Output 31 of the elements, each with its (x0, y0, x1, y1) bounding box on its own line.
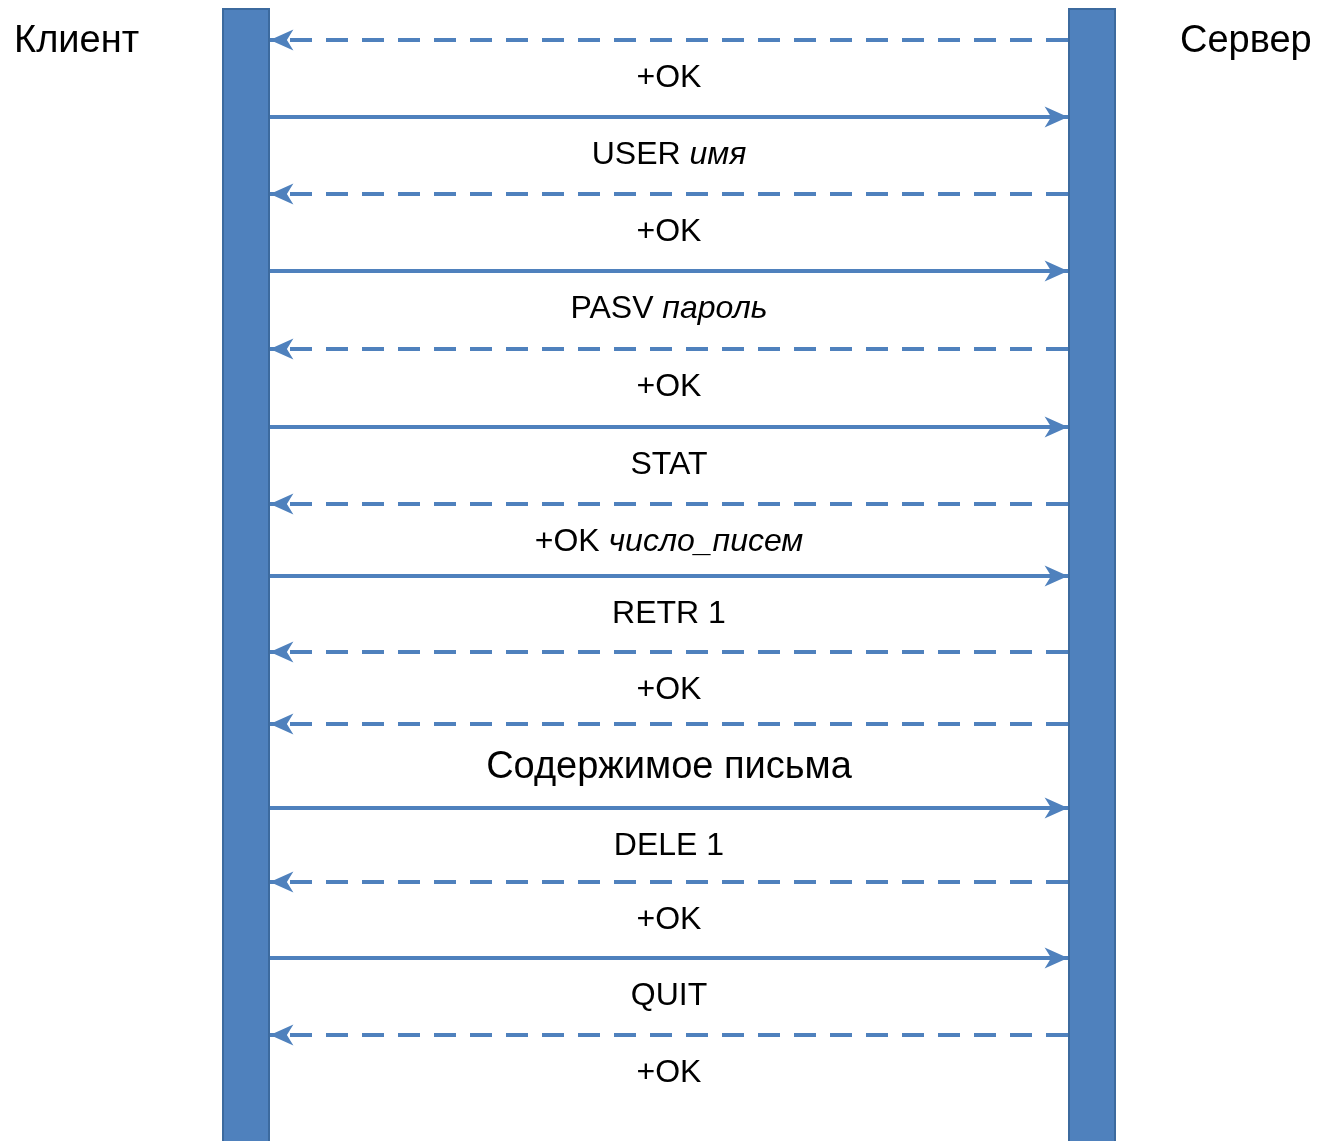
message-arrow (270, 338, 1068, 360)
edge-label: +OK (270, 1055, 1068, 1087)
edge-label: +OK число_писем (270, 524, 1068, 556)
edge-label: +OK (270, 672, 1068, 704)
message-arrow (270, 797, 1068, 819)
edge-label: +OK (270, 369, 1068, 401)
lifeline-bar (1068, 8, 1116, 1141)
message-arrow (270, 641, 1068, 663)
message-arrow (270, 1024, 1068, 1046)
edge-label: +OK (270, 60, 1068, 92)
message-arrow (270, 106, 1068, 128)
edge-label: RETR 1 (270, 596, 1068, 628)
edge-label: +OK (270, 902, 1068, 934)
message-arrow (270, 29, 1068, 51)
message-arrow (270, 871, 1068, 893)
lifeline-bar (222, 8, 270, 1141)
message-arrow (270, 947, 1068, 969)
edge-label: +OK (270, 214, 1068, 246)
lifeline-label: Клиент (14, 20, 140, 58)
lifeline-label: Сервер (1180, 20, 1312, 58)
message-arrow (270, 183, 1068, 205)
edge-label: STAT (270, 447, 1068, 479)
message-arrow (270, 416, 1068, 438)
edge-label: USER имя (270, 137, 1068, 169)
edge-label: QUIT (270, 978, 1068, 1010)
message-arrow (270, 260, 1068, 282)
edge-label: DELE 1 (270, 828, 1068, 860)
edge-label: PASV пароль (270, 291, 1068, 323)
message-arrow (270, 713, 1068, 735)
message-arrow (270, 565, 1068, 587)
message-arrow (270, 493, 1068, 515)
